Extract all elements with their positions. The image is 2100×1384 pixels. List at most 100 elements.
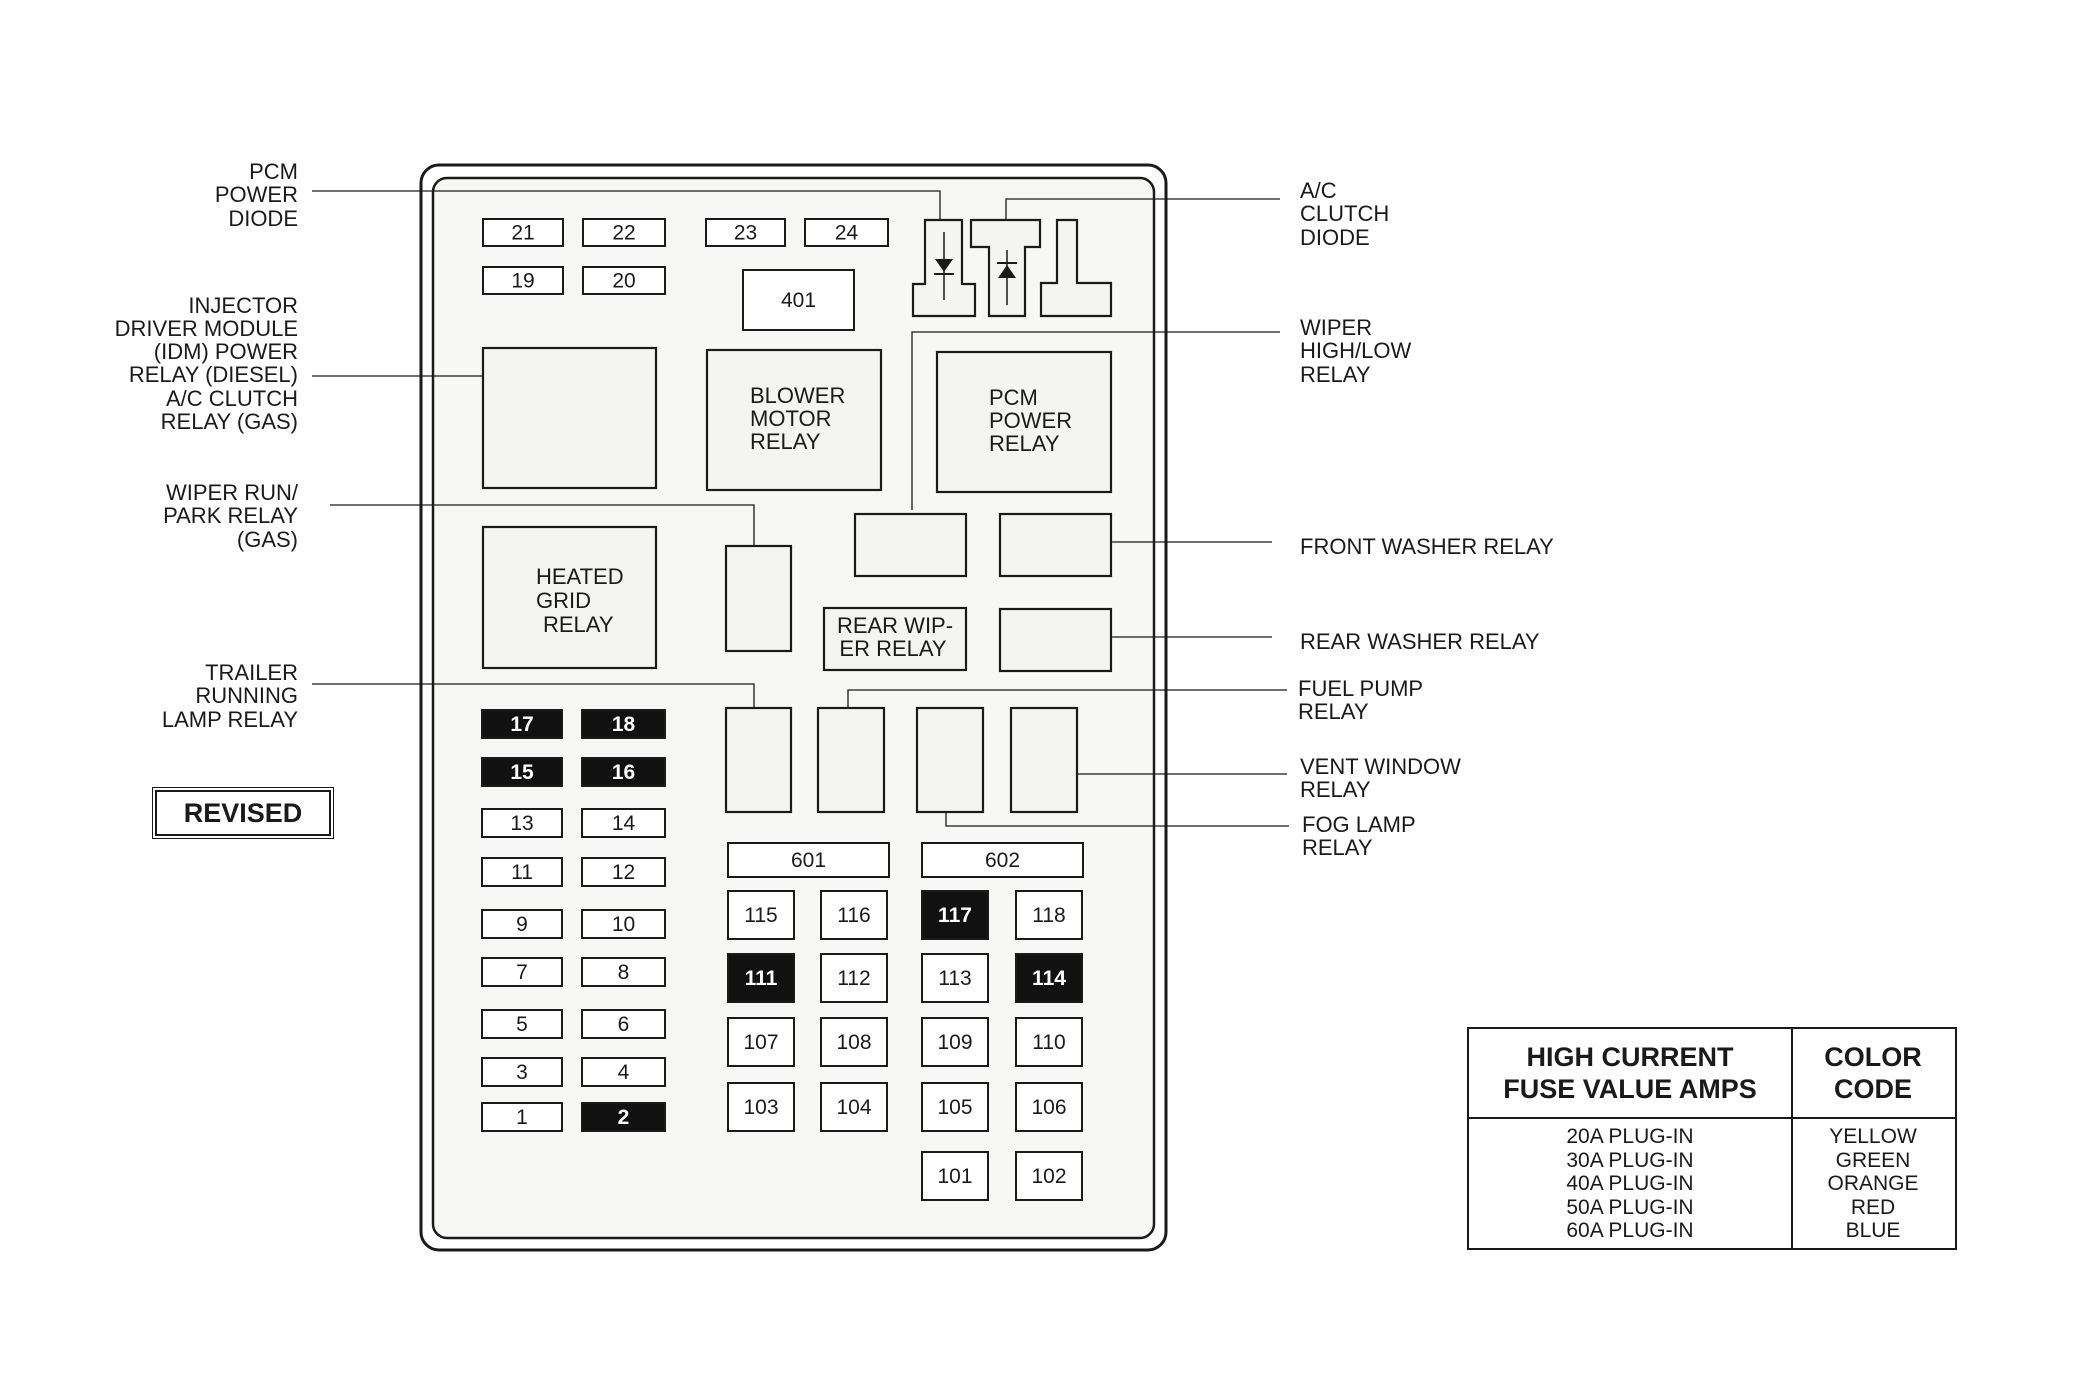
callout-text: RELAY: [1298, 699, 1369, 724]
relay-heated-grid: HEATED GRID RELAY: [481, 525, 658, 670]
fuse-2: 2: [581, 1102, 666, 1132]
fuse-number: 17: [510, 713, 533, 736]
callout-text: VENT WINDOW: [1300, 754, 1461, 779]
fuse-body: [581, 1102, 666, 1132]
fuse-115: 115: [727, 890, 795, 940]
fuse-105: 105: [921, 1082, 989, 1132]
relay-fuel-pump: [816, 706, 886, 814]
callout-text: HIGH/LOW: [1300, 338, 1411, 363]
fuse-601: 601: [727, 842, 890, 878]
fuse-number: 112: [837, 967, 870, 990]
fuse-number: 10: [612, 913, 635, 936]
fuse-body: [581, 808, 666, 838]
relay-label: HEATED: [536, 564, 624, 589]
fuse-114: 114: [1015, 953, 1083, 1003]
callout-text: A/C CLUTCH: [166, 386, 298, 411]
fuse-body: [705, 218, 786, 247]
fuse-112: 112: [820, 953, 888, 1003]
fuse-number: 115: [744, 904, 777, 927]
fuse-number: 111: [745, 967, 778, 990]
pcm-power-diode: [911, 218, 977, 318]
fuse-number: 106: [1031, 1096, 1066, 1119]
fuse-body: [921, 842, 1084, 878]
fuse-117: 117: [921, 890, 989, 940]
relay-injector-driver-module: [481, 346, 658, 490]
callout-trailer-running-lamp: TRAILER RUNNING LAMP RELAY: [162, 660, 298, 732]
fuse-number: 11: [511, 861, 533, 884]
fuse-111: 111: [727, 953, 795, 1003]
legend-amp-value: 60A PLUG-IN: [1566, 1219, 1694, 1242]
fuse-number: 104: [836, 1096, 871, 1119]
fuse-body: [581, 709, 666, 739]
fuse-number: 8: [618, 961, 630, 984]
fuse-number: 6: [618, 1013, 630, 1036]
relay-label: POWER: [989, 408, 1072, 433]
relay-pcm-power: PCM POWER RELAY: [935, 350, 1113, 494]
fuse-body: [820, 1017, 888, 1067]
fuse-body: [481, 1057, 563, 1087]
fuse-13: 13: [481, 808, 563, 838]
callout-text: CLUTCH: [1300, 201, 1389, 226]
fuse-body: [481, 909, 563, 939]
fuse-12: 12: [581, 857, 666, 887]
relay-label: MOTOR: [750, 406, 831, 431]
fuse-box-outer-frame: [419, 163, 1168, 1252]
revised-stamp: REVISED: [152, 787, 334, 839]
fuse-7: 7: [481, 957, 563, 987]
fuse-body: [1015, 1151, 1083, 1201]
legend-color-value: ORANGE: [1827, 1172, 1919, 1195]
fuse-number: 105: [937, 1096, 972, 1119]
fuse-number: 9: [516, 913, 528, 936]
fuse-number: 108: [836, 1031, 871, 1054]
fuse-body: [1015, 953, 1083, 1003]
fuse-body: [582, 266, 666, 295]
fuse-body: [481, 808, 563, 838]
fuse-body: [481, 709, 563, 739]
fuse-21: 21: [482, 218, 564, 247]
fuse-number: 16: [612, 761, 635, 784]
fuse-number: 2: [618, 1106, 630, 1129]
fuse-body: [1015, 890, 1083, 940]
fuse-number: 102: [1031, 1165, 1066, 1188]
fuse-6: 6: [581, 1009, 666, 1039]
fuse-body: [820, 953, 888, 1003]
relay-label: BLOWER: [750, 383, 845, 408]
legend-header-line: HIGH CURRENT: [1526, 1042, 1734, 1072]
legend-amps-header: HIGH CURRENT FUSE VALUE AMPS: [1469, 1029, 1791, 1119]
revised-label: REVISED: [183, 797, 303, 828]
fuse-number: 114: [1032, 967, 1066, 990]
callout-pcm-power-diode: PCM POWER DIODE: [215, 159, 298, 231]
fuse-4: 4: [581, 1057, 666, 1087]
fuse-body: [582, 218, 666, 247]
callout-vent-window: VENT WINDOW RELAY: [1300, 754, 1461, 802]
relay-label: RELAY: [989, 431, 1060, 456]
fuse-number: 117: [938, 904, 972, 927]
callout-wiper-high-low: WIPER HIGH/LOW RELAY: [1300, 315, 1411, 387]
legend-color-value: GREEN: [1835, 1148, 1911, 1172]
fuse-body: [481, 857, 563, 887]
leader-lines: [312, 190, 1289, 827]
fuse-number: 5: [516, 1013, 528, 1036]
callout-text: FRONT WASHER RELAY: [1300, 534, 1554, 559]
fuse-number: 4: [618, 1061, 630, 1084]
callout-wiper-run-park: WIPER RUN/ PARK RELAY (GAS): [163, 480, 299, 552]
fuse-number: 19: [511, 270, 534, 293]
fuse-body: [581, 909, 666, 939]
fuse-110: 110: [1015, 1017, 1083, 1067]
legend-header-line: COLOR: [1824, 1042, 1922, 1072]
fuse-10: 10: [581, 909, 666, 939]
fuse-number: 116: [837, 904, 870, 927]
callout-text: WIPER: [1300, 315, 1372, 340]
fuse-15: 15: [481, 757, 563, 787]
relay-wiper-run-park: [724, 544, 793, 653]
callout-text: FOG LAMP: [1302, 812, 1416, 837]
callout-text: FUEL PUMP: [1298, 676, 1423, 701]
fuse-106: 106: [1015, 1082, 1083, 1132]
callout-text: A/C: [1300, 178, 1337, 203]
callout-text: (IDM) POWER: [154, 339, 298, 364]
fuse-body: [482, 266, 564, 295]
fuse-number: 14: [612, 812, 636, 835]
fuse-body: [581, 1009, 666, 1039]
